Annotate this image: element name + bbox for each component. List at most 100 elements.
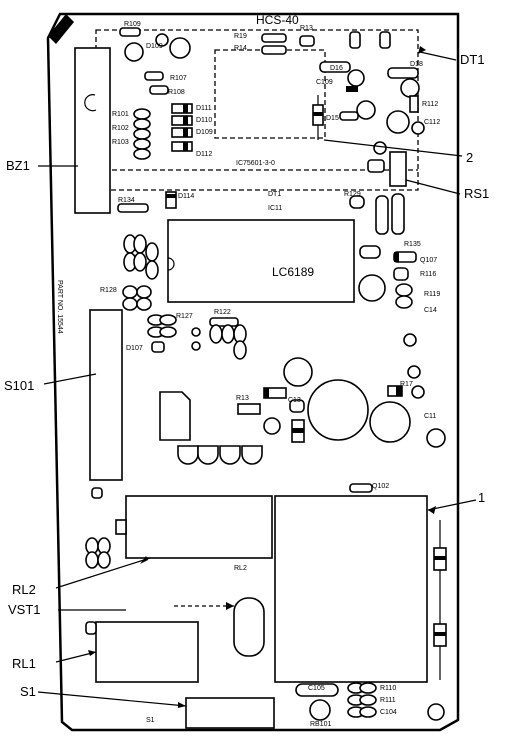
dt1-board-label: DT1: [268, 191, 281, 198]
svg-text:C14: C14: [424, 307, 437, 314]
d101: [91, 487, 103, 499]
arrowhead: [418, 46, 426, 54]
resistors-r101-r103: [133, 108, 151, 160]
callout-vst1: VST1: [8, 602, 41, 617]
svg-text:R122: R122: [214, 309, 231, 316]
rl2-board-label: RL2: [234, 565, 247, 572]
svg-text:R111: R111: [380, 697, 396, 704]
svg-text:D114: D114: [178, 193, 194, 200]
top-resistor-row: [119, 27, 391, 95]
bottom-caps: [295, 682, 445, 721]
svg-text:D16: D16: [330, 65, 343, 72]
svg-text:R134: R134: [118, 197, 135, 204]
svg-text:R102: R102: [112, 125, 129, 132]
svg-text:Q107: Q107: [420, 257, 437, 264]
ic-name-label: LC6189: [272, 265, 314, 279]
resistors-r127-r106: [147, 314, 247, 360]
callout-1: 1: [478, 490, 485, 505]
svg-text:R19: R19: [234, 33, 247, 40]
svg-text:R135: R135: [404, 241, 421, 248]
rs1-component: [389, 151, 407, 187]
bz1-arc: [84, 94, 97, 112]
svg-text:R14: R14: [234, 45, 247, 52]
relay-rl1: [95, 621, 199, 683]
svg-text:D15: D15: [326, 115, 339, 122]
callout-rs1: RS1: [464, 186, 489, 201]
svg-text:R127: R127: [176, 313, 193, 320]
arrowhead: [140, 556, 148, 564]
svg-text:D109: D109: [196, 129, 213, 136]
bz1-connector: [74, 47, 111, 214]
svg-text:C112: C112: [424, 119, 440, 126]
callout-2: 2: [466, 150, 473, 165]
svg-text:C109: C109: [316, 79, 333, 86]
rs1-adjacent-part: [367, 159, 385, 173]
board-title: HCS-40: [256, 13, 299, 27]
callout-leaders: [37, 51, 477, 707]
right-top-components: [319, 61, 425, 155]
svg-text:R103: R103: [112, 139, 129, 146]
right-mid-components: [358, 245, 417, 347]
left-resistor-cluster: [122, 234, 159, 311]
ic-ref-label: IC11: [268, 205, 282, 212]
dashed-region-dt1: [214, 49, 326, 139]
svg-text:R107: R107: [170, 75, 187, 82]
arrowhead: [88, 650, 96, 656]
switch-s1: [185, 697, 275, 729]
callout-dt1: DT1: [460, 52, 485, 67]
callout-rl2: RL2: [12, 582, 36, 597]
svg-text:D109: D109: [146, 43, 163, 50]
svg-text:R13: R13: [300, 25, 313, 32]
transistor-row: [177, 445, 263, 465]
svg-text:D18: D18: [410, 61, 423, 68]
svg-text:R109: R109: [124, 21, 141, 28]
relay-rl2: [125, 495, 273, 559]
arrowhead: [226, 602, 234, 610]
svg-text:R108: R108: [168, 89, 185, 96]
svg-text:C11: C11: [424, 413, 436, 420]
s1-board-label: S1: [146, 717, 155, 724]
ic-lc6189: [167, 219, 355, 303]
svg-text:R112: R112: [422, 101, 438, 108]
svg-text:C104: C104: [380, 709, 397, 716]
s101-switch: [89, 309, 123, 481]
resistors-r103: [85, 537, 111, 569]
svg-text:C105: C105: [308, 685, 325, 692]
arrowhead: [178, 702, 186, 708]
diode-group-d111: [171, 103, 193, 152]
vst1-varistor: [233, 597, 265, 657]
component-labels: R109 R19 R14 R13 D109 D16 D18 R107 R108 …: [100, 21, 440, 728]
svg-text:R116: R116: [420, 271, 436, 278]
arrowhead: [428, 506, 436, 514]
svg-text:D111: D111: [196, 105, 212, 112]
caps-c123-c127: [349, 193, 405, 235]
svg-text:D107: D107: [126, 345, 143, 352]
rl2-diode: [115, 519, 127, 535]
big-relay-1: [274, 495, 428, 683]
callout-s1: S1: [20, 684, 36, 699]
ic-block-label: IC75601-3-0: [236, 160, 275, 167]
diode-d15: [312, 95, 324, 140]
svg-text:Q102: Q102: [372, 483, 389, 490]
svg-text:D112: D112: [196, 151, 212, 158]
svg-text:R13: R13: [236, 395, 249, 402]
svg-text:R128: R128: [100, 287, 117, 294]
board-corner-mark: [48, 14, 74, 44]
callout-rl1: RL1: [12, 656, 36, 671]
middle-right-components: [237, 357, 446, 448]
callout-bz1: BZ1: [6, 158, 30, 173]
callout-s101: S101: [4, 378, 34, 393]
r134-d114: [117, 191, 177, 213]
svg-text:RB101: RB101: [310, 721, 332, 728]
svg-text:R119: R119: [424, 291, 440, 298]
c102-area: [159, 391, 191, 441]
svg-text:D110: D110: [196, 117, 212, 124]
svg-text:R129: R129: [344, 191, 361, 198]
svg-text:R110: R110: [380, 685, 396, 692]
svg-text:R101: R101: [112, 111, 129, 118]
part-number-label: PART NO. 15544: [56, 280, 63, 334]
svg-text:C13: C13: [288, 397, 301, 404]
r13-resistor: [349, 483, 373, 493]
svg-text:R17: R17: [400, 381, 413, 388]
